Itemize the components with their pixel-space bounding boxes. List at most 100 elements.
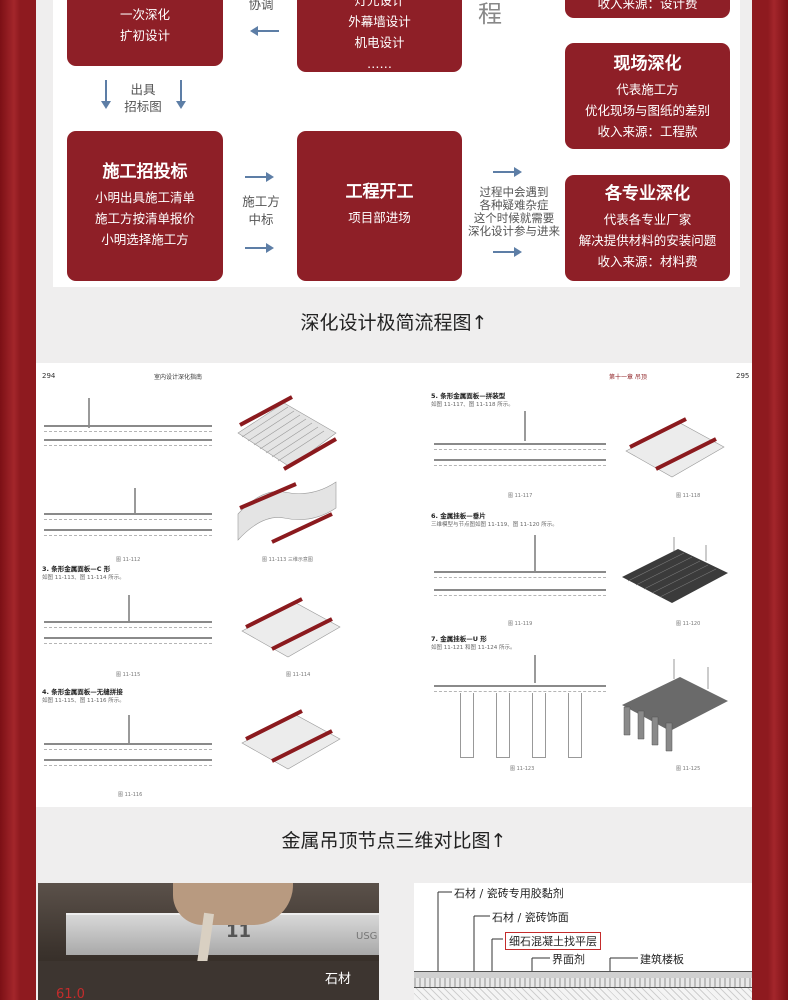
section-drawing — [44, 513, 212, 520]
left-page-number: 294 — [42, 372, 56, 380]
box-line: 收入来源：工程款 — [597, 124, 698, 139]
section-drawing — [434, 443, 606, 450]
arrow-down — [101, 80, 111, 109]
iso-panel-drawing — [241, 709, 341, 770]
fig-label: 图 11-123 — [510, 766, 535, 772]
note-line: 出具 — [130, 82, 156, 97]
arrow-right — [493, 167, 522, 177]
note-line: 这个时候就需要 — [473, 211, 555, 225]
section-drawing — [44, 637, 212, 644]
arrow-left — [250, 26, 279, 36]
problem-note: 过程中会遇到 各种疑难杂症 这个时候就需要 深化设计参与进来 — [459, 186, 569, 238]
flowchart: 一次深化 扩初设计 灯光设计 外幕墙设计 机电设计 …… 程 收入来源：设计费 … — [53, 0, 740, 287]
note-line: 深化设计参与进来 — [468, 224, 560, 238]
hand-shape — [173, 883, 293, 925]
note-line: 过程中会遇到 — [479, 185, 549, 199]
section-heading: 5. 条形金属面板—拼装型 — [431, 392, 506, 400]
floor-section-drawing: 石材 / 瓷砖专用胶黏剂 石材 / 瓷砖饰面 细石混凝土找平层 界面剂 建筑楼板 — [414, 883, 752, 1000]
fig-label: 图 11-120 — [676, 621, 701, 627]
iso-u-baffle-drawing — [622, 659, 728, 752]
hanger-rod — [524, 411, 526, 441]
section-subtext: 三维模型与节点图如图 11-119、图 11-120 所示。 — [431, 522, 558, 528]
section-subtext: 如图 11-113、图 11-114 所示。 — [42, 575, 125, 581]
drawing-label: 建筑楼板 — [640, 953, 684, 966]
box-line: 收入来源：设计费 — [597, 0, 698, 11]
arrow-right — [245, 172, 274, 182]
section-heading: 3. 条形金属面板—C 形 — [42, 565, 111, 573]
right-page-header: 第十一章 吊顶 — [609, 374, 647, 381]
box-line: 一次深化 — [119, 7, 170, 22]
box-line: 外幕墙设计 — [348, 14, 411, 29]
box-line: 施工方按清单报价 — [94, 211, 195, 226]
box-line: 小明出具施工清单 — [94, 190, 195, 205]
box-bidding: 施工招投标 小明出具施工清单 施工方按清单报价 小明选择施工方 — [67, 131, 223, 281]
fig-label: 图 11-113 三维示意图 — [262, 557, 313, 563]
hanger-rod — [534, 655, 536, 683]
u-profile — [460, 693, 474, 758]
fig-label: 图 11-119 — [508, 621, 533, 627]
box-line: 代表施工方 — [616, 82, 679, 97]
section-drawing — [434, 589, 606, 596]
left-page-header: 室内设计深化指南 — [154, 374, 203, 381]
fig-label: 图 11-115 — [116, 672, 141, 678]
section-subtext: 如图 11-115、图 11-116 所示。 — [42, 698, 125, 704]
hanger-rod — [128, 715, 130, 743]
u-profile — [532, 693, 546, 758]
box-specialist-design: 灯光设计 外幕墙设计 机电设计 …… — [297, 0, 462, 72]
hanger-rod — [88, 398, 90, 428]
box-line: 灯光设计 — [354, 0, 405, 8]
iso-panel-drawing — [625, 417, 725, 478]
note-line: 中标 — [248, 212, 274, 227]
note-line: 各种疑难杂症 — [479, 198, 549, 212]
photo-red-text: 61.0 — [56, 987, 85, 1000]
stone-surface — [38, 961, 379, 1000]
photo-label: 石材 — [325, 972, 352, 987]
coord-note: 协调 — [248, 0, 274, 12]
flow-caption: 深化设计极简流程图↑ — [300, 312, 488, 334]
drawing-label: 细石混凝土找平层 — [505, 932, 601, 950]
note-line: 施工方 — [242, 194, 280, 209]
fig-label: 图 11-112 — [116, 557, 141, 563]
box-title: 施工招投标 — [102, 162, 188, 182]
box-line: 解决提供材料的安装问题 — [578, 233, 717, 248]
hanger-rod — [534, 535, 536, 571]
box-line: …… — [367, 56, 392, 71]
section-drawing — [44, 759, 212, 766]
box-title: 工程开工 — [345, 182, 414, 202]
box-design-fee: 收入来源：设计费 — [565, 0, 730, 18]
section-drawing — [44, 439, 212, 446]
metal-caption: 金属吊顶节点三维对比图↑ — [281, 830, 507, 852]
install-photo: 11 USG 61.0 石材 — [38, 883, 379, 1000]
box-title: 现场深化 — [613, 54, 682, 74]
section-drawing — [44, 529, 212, 536]
u-profile — [496, 693, 510, 758]
section-drawing — [44, 621, 212, 628]
section-drawing — [434, 571, 606, 578]
hanger-rod — [134, 488, 136, 514]
section-heading: 6. 金属挂板—垂片 — [431, 512, 486, 520]
box-line: 小明选择施工方 — [101, 232, 189, 247]
box-line: 代表各专业厂家 — [603, 212, 692, 227]
arrow-right — [493, 247, 522, 257]
photo-mark: 11 — [226, 921, 252, 942]
fig-label: 图 11-125 — [676, 766, 701, 772]
iso-panel-drawing — [237, 481, 337, 544]
hanger-rod — [128, 595, 130, 621]
iso-panel-drawing — [237, 395, 337, 471]
iso-panel-drawing — [241, 597, 341, 658]
photo-mark: USG — [356, 931, 378, 942]
section-subtext: 如图 11-117、图 11-118 所示。 — [431, 402, 514, 408]
fig-label: 图 11-117 — [508, 493, 533, 499]
u-profile — [568, 693, 582, 758]
section-drawing — [434, 685, 606, 692]
box-line: 收入来源：材料费 — [597, 254, 698, 269]
fig-label: 图 11-118 — [676, 493, 701, 499]
box-line: 项目部进场 — [348, 210, 411, 225]
box-line: 扩初设计 — [119, 28, 170, 43]
section-drawing — [44, 743, 212, 750]
fig-label: 图 11-116 — [118, 792, 143, 798]
arrow-right — [245, 243, 274, 253]
section-drawing — [44, 425, 212, 432]
box-specialty-deepening: 各专业深化 代表各专业厂家 解决提供材料的安装问题 收入来源：材料费 — [565, 175, 730, 281]
winner-note: 施工方 中标 — [233, 193, 289, 229]
